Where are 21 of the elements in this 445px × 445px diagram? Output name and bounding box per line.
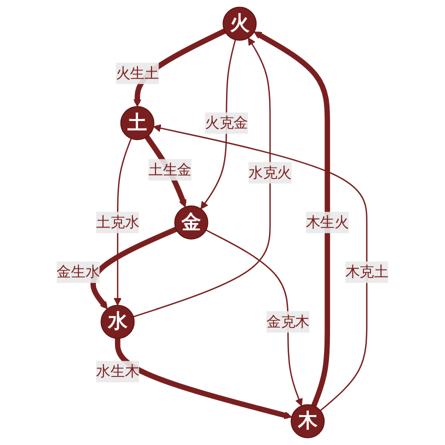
node-circle: 土 <box>120 106 154 140</box>
node-circle: 木 <box>290 404 325 438</box>
node-circle: 火 <box>222 6 257 41</box>
edge-label: 木克土 <box>345 263 388 280</box>
edge-label: 土克水 <box>96 214 140 231</box>
arrow <box>206 229 303 406</box>
edge-label: 金克木 <box>266 312 310 330</box>
arrow <box>200 40 236 210</box>
node-circle: 金 <box>174 205 208 240</box>
arrow <box>114 338 292 420</box>
arrow <box>153 124 368 412</box>
edge-label: 金生水 <box>56 263 100 280</box>
edge-label: 火克金 <box>204 114 248 132</box>
arrow <box>254 31 330 407</box>
edge-label: 木生火 <box>306 214 349 231</box>
arrow <box>90 226 178 310</box>
edge-label: 水克火 <box>248 164 292 181</box>
edge-label: 土生金 <box>148 160 192 178</box>
arrow <box>133 38 271 318</box>
edge-label: 火生土 <box>116 64 159 82</box>
edge-label: 水生木 <box>96 362 140 380</box>
